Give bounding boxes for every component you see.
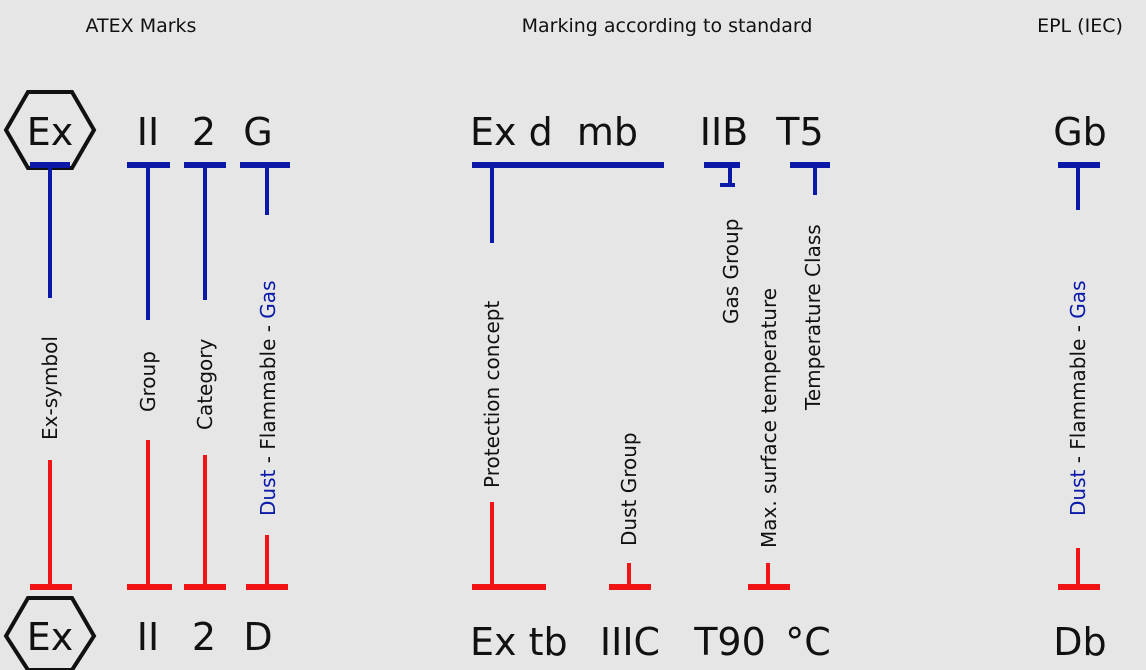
dust-max-temperature-value: T90 bbox=[693, 620, 766, 664]
header-atex-marks: ATEX Marks bbox=[86, 15, 197, 37]
dust-temperature-unit: °C bbox=[785, 620, 831, 664]
gas-temperature-class-value: T5 bbox=[775, 110, 823, 154]
label-max-surface-temperature: Max. surface temperature bbox=[757, 288, 781, 548]
dust-group-value: II bbox=[137, 615, 159, 659]
gas-markers bbox=[30, 162, 1100, 320]
dust-markers bbox=[30, 440, 1100, 590]
gas-protection-value: Ex d mb bbox=[470, 110, 638, 154]
label-dust-flammable-gas-epl: Dust - Flammable - Gas bbox=[1066, 281, 1090, 517]
label-dust-flammable-gas-atex: Dust - Flammable - Gas bbox=[256, 281, 280, 517]
ex-symbol-bottom-icon: Ex bbox=[3, 596, 97, 670]
gas-category-value: 2 bbox=[192, 110, 216, 154]
gas-group-value: II bbox=[137, 110, 159, 154]
label-protection-concept: Protection concept bbox=[480, 301, 504, 488]
dust-protection-value: Ex tb bbox=[470, 620, 568, 664]
label-ex-symbol: Ex-symbol bbox=[38, 336, 62, 440]
svg-text:Ex: Ex bbox=[27, 615, 74, 659]
gas-group-class-value: IIB bbox=[700, 110, 748, 154]
gas-epl-value: Gb bbox=[1053, 110, 1107, 154]
dust-category-value: 2 bbox=[192, 615, 216, 659]
header-epl-iec: EPL (IEC) bbox=[1037, 15, 1123, 37]
label-gas-group: Gas Group bbox=[719, 219, 743, 324]
svg-text:Ex: Ex bbox=[27, 110, 74, 154]
label-temperature-class: Temperature Class bbox=[801, 224, 825, 411]
header-marking-standard: Marking according to standard bbox=[522, 15, 813, 37]
dust-group-class-value: IIIC bbox=[600, 620, 660, 664]
label-group: Group bbox=[136, 351, 160, 412]
ex-symbol-top-icon: Ex bbox=[3, 90, 97, 170]
dust-atmosphere-value: D bbox=[243, 615, 272, 659]
dust-epl-value: Db bbox=[1053, 620, 1106, 664]
label-dust-group: Dust Group bbox=[617, 432, 641, 546]
label-category: Category bbox=[193, 338, 217, 430]
gas-atmosphere-value: G bbox=[243, 110, 272, 154]
